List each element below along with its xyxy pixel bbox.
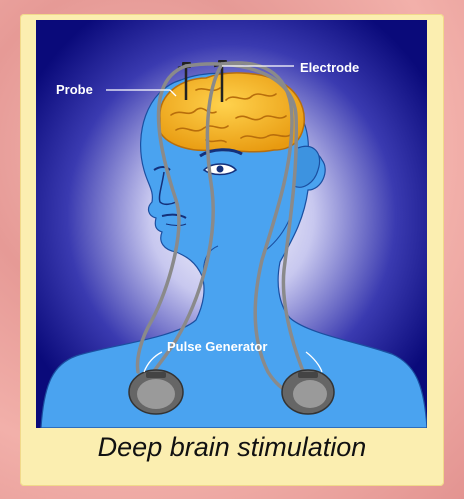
dbs-illustration: [36, 20, 427, 428]
pulse-generator-left: [129, 370, 183, 414]
label-probe: Probe: [56, 82, 93, 97]
label-pulse-generator: Pulse Generator: [167, 339, 267, 354]
illustration-panel: Probe Electrode Pulse Generator: [36, 20, 427, 428]
pupil: [217, 166, 224, 173]
label-electrode: Electrode: [300, 60, 359, 75]
diagram-caption: Deep brain stimulation: [20, 432, 444, 463]
pulse-generator-right: [282, 370, 334, 414]
